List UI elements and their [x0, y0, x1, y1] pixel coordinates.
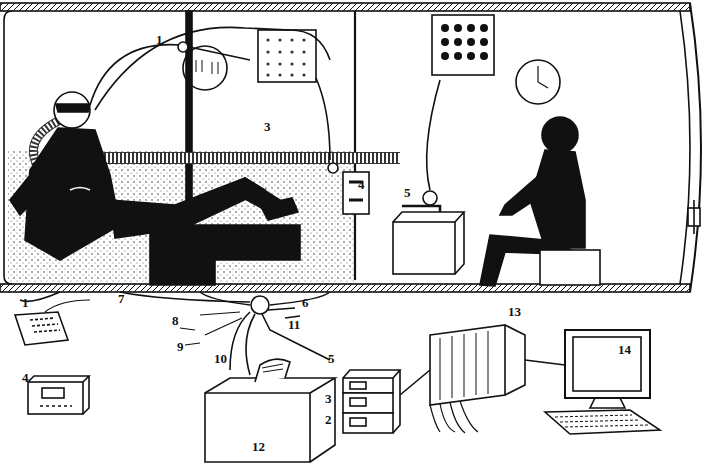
callout-number: 11	[288, 318, 300, 332]
callout-number: 8	[172, 314, 179, 328]
recorder	[205, 359, 335, 462]
clock	[516, 60, 560, 104]
callout-number: 14	[618, 343, 631, 357]
callout-number: 6	[302, 296, 309, 310]
rack	[400, 325, 525, 433]
callout-number: 5	[328, 352, 335, 366]
capsule-wall	[0, 3, 701, 292]
callout-number: 2	[325, 413, 332, 427]
post	[354, 11, 356, 280]
observer	[480, 117, 600, 286]
callout-number: 1	[156, 33, 163, 47]
callout-number: 3	[264, 120, 271, 134]
callout-number: 9	[177, 340, 184, 354]
callout-number: 1	[22, 296, 29, 310]
meter	[28, 376, 89, 414]
light-panel	[432, 15, 494, 75]
callout-number: 4	[22, 371, 29, 385]
callout-number: 7	[118, 292, 125, 306]
callout-number: 4	[358, 178, 365, 192]
callout-number: 13	[508, 305, 521, 319]
equipment-box	[393, 191, 464, 274]
callout-number: 5	[404, 186, 411, 200]
test-subject	[10, 92, 300, 285]
sensor-panel	[258, 30, 316, 82]
callout-number: 10	[214, 352, 227, 366]
instrument-stack	[343, 370, 400, 433]
computer	[525, 330, 660, 434]
callout-number: 12	[252, 440, 265, 454]
callout-number: 3	[325, 392, 332, 406]
